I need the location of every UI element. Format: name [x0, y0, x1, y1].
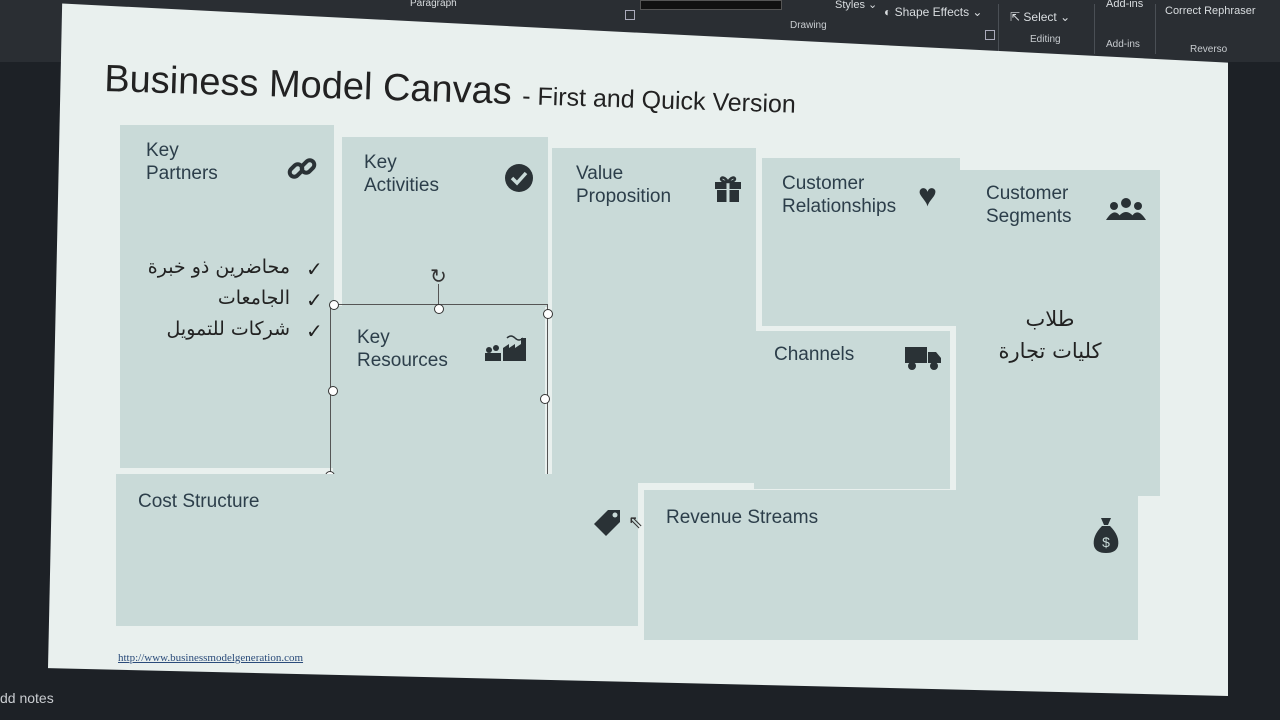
cost-structure-label: Cost Structure — [138, 491, 260, 512]
label-line: Customer — [986, 183, 1069, 204]
correct-rephraser-button[interactable]: Correct Rephraser — [1165, 5, 1256, 17]
users-icon — [1106, 196, 1146, 226]
label-line: Segments — [986, 206, 1072, 227]
select-button[interactable]: ⇱ Select ⌄ — [1010, 10, 1070, 24]
list-item: كليات تجارة — [998, 339, 1102, 363]
check-icon: ✓ — [306, 290, 323, 312]
key-resources-block[interactable]: Key Resources — [333, 306, 545, 479]
label-line: Key — [357, 327, 390, 348]
key-partners-block[interactable]: Key Partners — [120, 125, 334, 468]
customer-segments-block[interactable]: Customer Segments — [956, 170, 1160, 496]
resize-handle[interactable] — [328, 386, 338, 396]
list-item: طلاب — [1025, 307, 1075, 331]
addins-group-label: Add-ins — [1106, 39, 1140, 50]
cost-structure-block[interactable]: Cost Structure — [116, 474, 638, 626]
resize-handle[interactable] — [543, 309, 553, 319]
customer-relationships-label: Customer Relationships — [782, 172, 896, 218]
paragraph-dialog-launcher[interactable] — [625, 10, 635, 20]
revenue-streams-label: Revenue Streams — [666, 507, 819, 528]
key-partners-label: Key Partners — [146, 139, 218, 185]
gift-icon — [712, 172, 744, 208]
rotate-handle-stem — [438, 284, 439, 304]
list-item: شركات للتمويل — [166, 318, 290, 340]
check-icon: ✓ — [306, 321, 323, 343]
mouse-cursor-icon: ⇖ — [628, 512, 644, 532]
reverso-group-label: Reverso — [1190, 44, 1228, 55]
customer-relationships-block[interactable]: Customer Relationships ♥ — [762, 158, 960, 326]
select-label: Select ⌄ — [1023, 10, 1071, 24]
notes-button[interactable]: dd notes — [0, 690, 54, 706]
label-line: Key — [364, 152, 397, 173]
drawing-dialog-launcher[interactable] — [985, 30, 995, 40]
drawing-group-label: Drawing — [790, 20, 827, 31]
segments-list: طلاب كليات تجارة — [990, 303, 1110, 367]
money-bag-icon: $ — [1092, 516, 1120, 558]
editing-group-label: Editing — [1030, 34, 1061, 45]
addins-button[interactable]: Add-ins — [1106, 0, 1144, 10]
label-line: Customer — [782, 173, 865, 194]
label-line: Partners — [146, 163, 218, 184]
key-activities-block[interactable]: Key Activities — [342, 137, 548, 307]
paragraph-group-label: Paragraph — [410, 0, 457, 9]
value-proposition-block[interactable]: Value Proposition — [552, 148, 756, 483]
check-circle-icon — [504, 163, 534, 197]
label-line: Key — [146, 140, 179, 161]
heart-icon: ♥ — [918, 177, 937, 213]
key-activities-label: Key Activities — [364, 151, 439, 197]
shape-effects-label: Shape Effects ⌄ — [894, 5, 983, 19]
label-line: Resources — [357, 350, 448, 371]
key-resources-label: Key Resources — [357, 326, 448, 372]
label-line: Activities — [364, 175, 439, 196]
truck-icon — [904, 345, 942, 375]
label-line: Value — [576, 163, 624, 184]
link-icon — [286, 153, 318, 189]
factory-icon — [483, 334, 529, 366]
resize-handle[interactable] — [329, 300, 339, 310]
rotate-icon[interactable]: ↻ — [430, 266, 447, 288]
svg-text:$: $ — [1102, 534, 1110, 550]
title-sub: - First and Quick Version — [521, 82, 797, 119]
channels-label: Channels — [774, 344, 855, 365]
tags-icon — [590, 504, 626, 544]
shape-effects-button[interactable]: ◐ Shape Effects ⌄ — [884, 5, 982, 19]
shape-effects-icon: ◐ — [884, 5, 892, 19]
list-item: محاضرين ذو خبرة — [147, 256, 290, 278]
value-proposition-label: Value Proposition — [576, 162, 671, 208]
footer-link[interactable]: http://www.businessmodelgeneration.com — [118, 652, 304, 664]
revenue-streams-block[interactable]: Revenue Streams $ — [644, 490, 1138, 640]
ribbon-separator — [998, 4, 999, 54]
font-box[interactable] — [640, 0, 782, 10]
resize-handle[interactable] — [434, 304, 444, 314]
ribbon-separator — [1094, 4, 1095, 54]
partners-list: محاضرين ذو خبرة الجامعات شركات للتمويل — [130, 252, 290, 345]
check-icon: ✓ — [306, 259, 323, 281]
channels-block[interactable]: Channels — [754, 331, 950, 489]
cursor-icon: ⇱ — [1010, 10, 1021, 24]
ribbon-separator — [1155, 4, 1156, 54]
customer-segments-label: Customer Segments — [986, 182, 1072, 228]
resize-handle[interactable] — [540, 394, 550, 404]
list-item: الجامعات — [217, 287, 290, 309]
styles-button[interactable]: Styles ⌄ — [835, 0, 878, 11]
label-line: Relationships — [782, 196, 897, 217]
selection-outline — [330, 304, 548, 482]
label-line: Proposition — [576, 186, 672, 207]
